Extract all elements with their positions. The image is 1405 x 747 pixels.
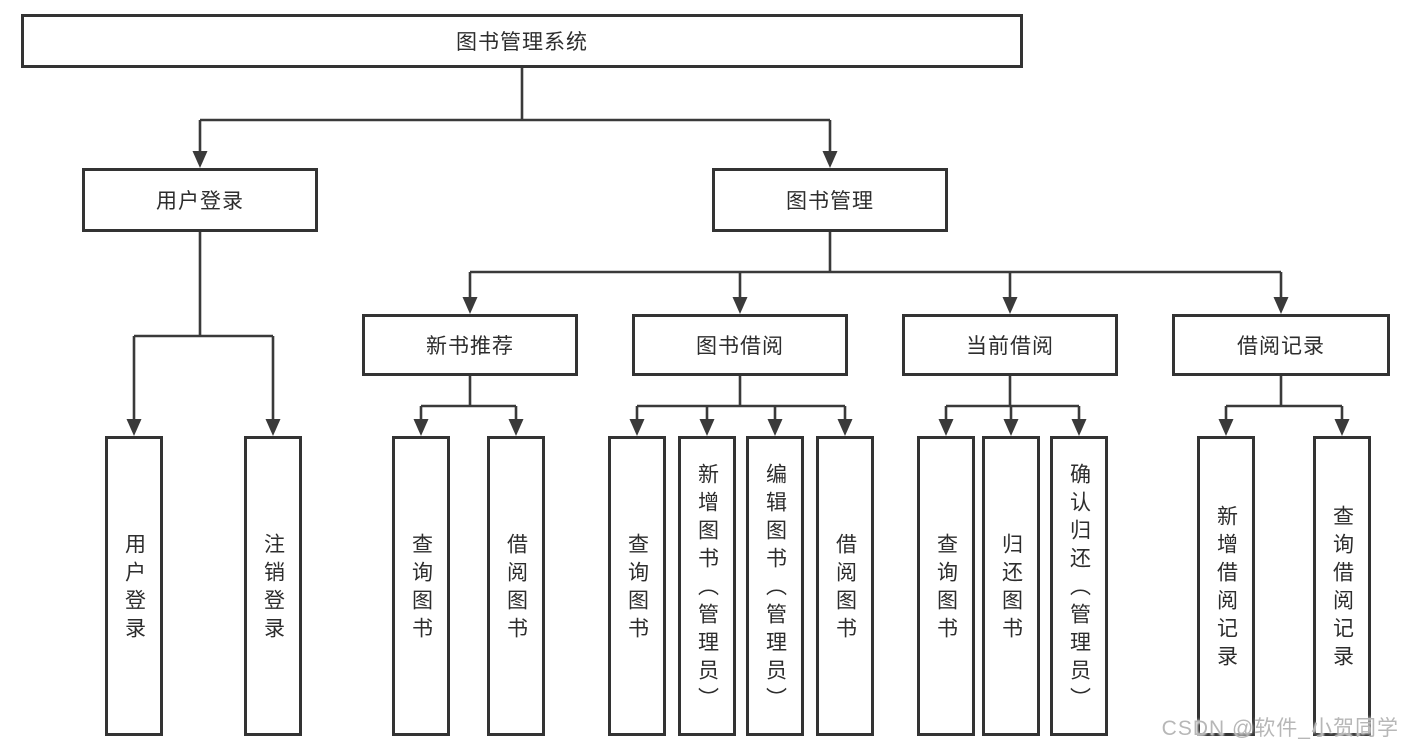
leaf-add-borrow-record: 新增借阅记录: [1197, 436, 1255, 736]
node-book-borrow: 图书借阅: [632, 314, 848, 376]
leaf-borrow-books-borrow: 借阅图书: [816, 436, 874, 736]
node-user-login: 用户登录: [82, 168, 318, 232]
leaf-borrow-books-recommend: 借阅图书: [487, 436, 545, 736]
csdn-watermark: CSDN @软件_小贺同学: [1161, 717, 1399, 740]
leaf-logout: 注销登录: [244, 436, 302, 736]
leaf-query-books-borrow: 查询图书: [608, 436, 666, 736]
leaf-query-books-recommend: 查询图书: [392, 436, 450, 736]
node-current-borrow: 当前借阅: [902, 314, 1118, 376]
node-library-management-system: 图书管理系统: [21, 14, 1023, 68]
leaf-query-borrow-record: 查询借阅记录: [1313, 436, 1371, 736]
leaf-confirm-return-admin: 确认归还（管理员）: [1050, 436, 1108, 736]
leaf-edit-books-admin: 编辑图书（管理员）: [746, 436, 804, 736]
node-book-management: 图书管理: [712, 168, 948, 232]
leaf-return-books: 归还图书: [982, 436, 1040, 736]
node-new-book-recommend: 新书推荐: [362, 314, 578, 376]
leaf-user-login: 用户登录: [105, 436, 163, 736]
leaf-query-books-current: 查询图书: [917, 436, 975, 736]
leaf-add-books-admin: 新增图书（管理员）: [678, 436, 736, 736]
node-borrow-records: 借阅记录: [1172, 314, 1390, 376]
